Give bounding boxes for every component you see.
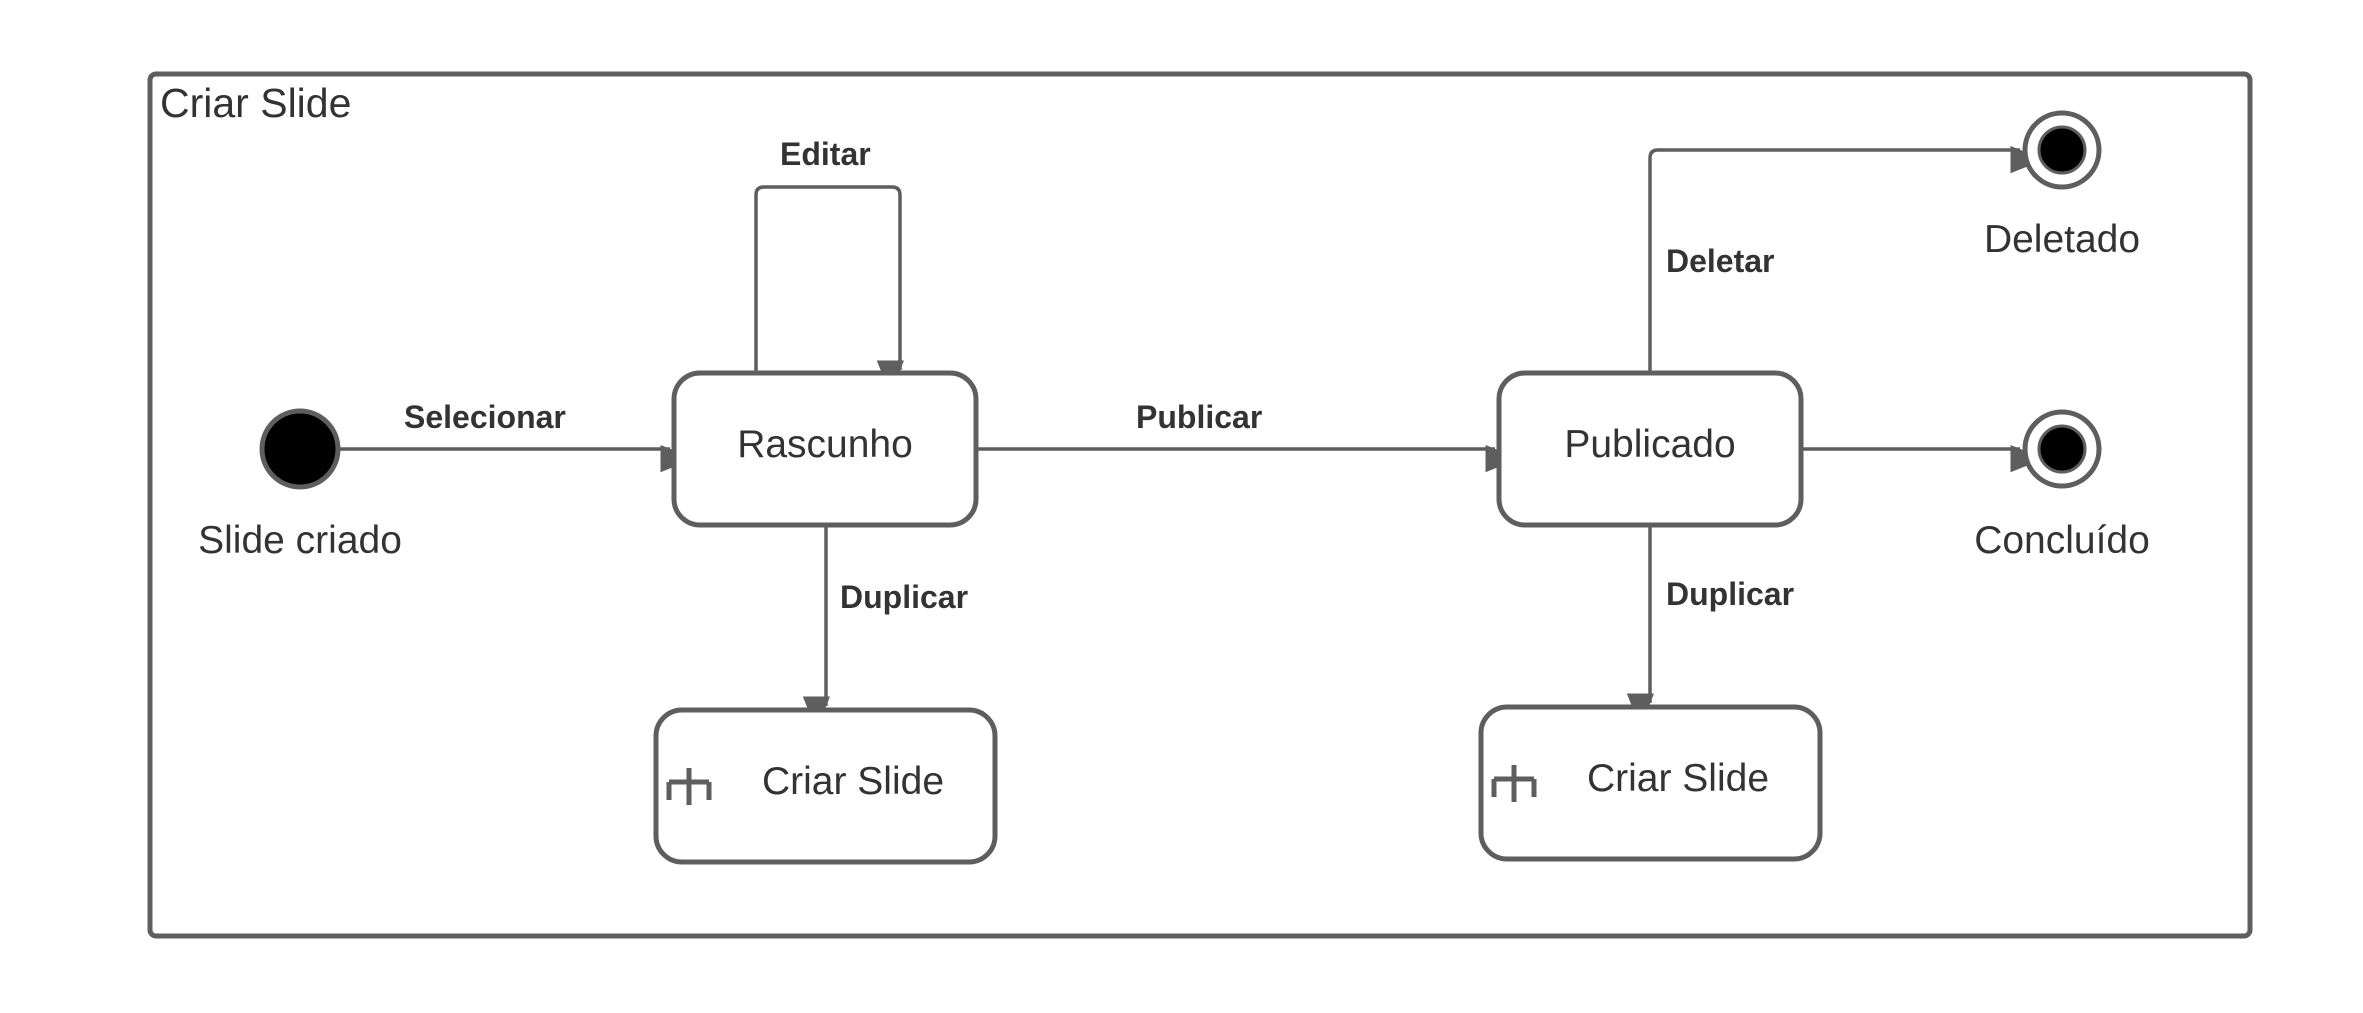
transition-label-publicar: Publicar: [1136, 399, 1262, 435]
final-node-deletado-core: [2037, 125, 2087, 175]
initial-node: [259, 408, 341, 490]
state-publicado-label: Publicado: [1564, 423, 1735, 466]
rake-icon: [666, 768, 712, 805]
transition-editar: [754, 185, 904, 395]
transition-label-editar: Editar: [780, 136, 871, 172]
diagram-frame: [147, 71, 2253, 939]
transition-deletar: [1648, 146, 2045, 373]
subprocess-criar-slide-right: [1478, 704, 1823, 862]
initial-node-label: Slide criado: [198, 519, 402, 562]
subprocess-criar-slide-right-label: Criar Slide: [1587, 757, 1769, 800]
final-node-concluido-label: Concluído: [1974, 519, 2150, 562]
subprocess-criar-slide-left: [653, 707, 998, 865]
transition-label-selecionar: Selecionar: [404, 399, 566, 435]
frame-title: Criar Slide: [160, 80, 351, 126]
transition-label-duplicar-rascunho: Duplicar: [840, 579, 968, 615]
state-rascunho: [671, 370, 979, 528]
rake-icon: [1491, 765, 1537, 802]
final-node-deletado-label: Deletado: [1984, 218, 2140, 261]
subprocess-criar-slide-left-label: Criar Slide: [762, 760, 944, 803]
transition-label-duplicar-publicado: Duplicar: [1666, 576, 1794, 612]
transition-label-deletar: Deletar: [1666, 243, 1775, 279]
state-rascunho-label: Rascunho: [737, 423, 913, 466]
final-node-concluido-core: [2037, 424, 2087, 474]
state-publicado: [1496, 370, 1804, 528]
